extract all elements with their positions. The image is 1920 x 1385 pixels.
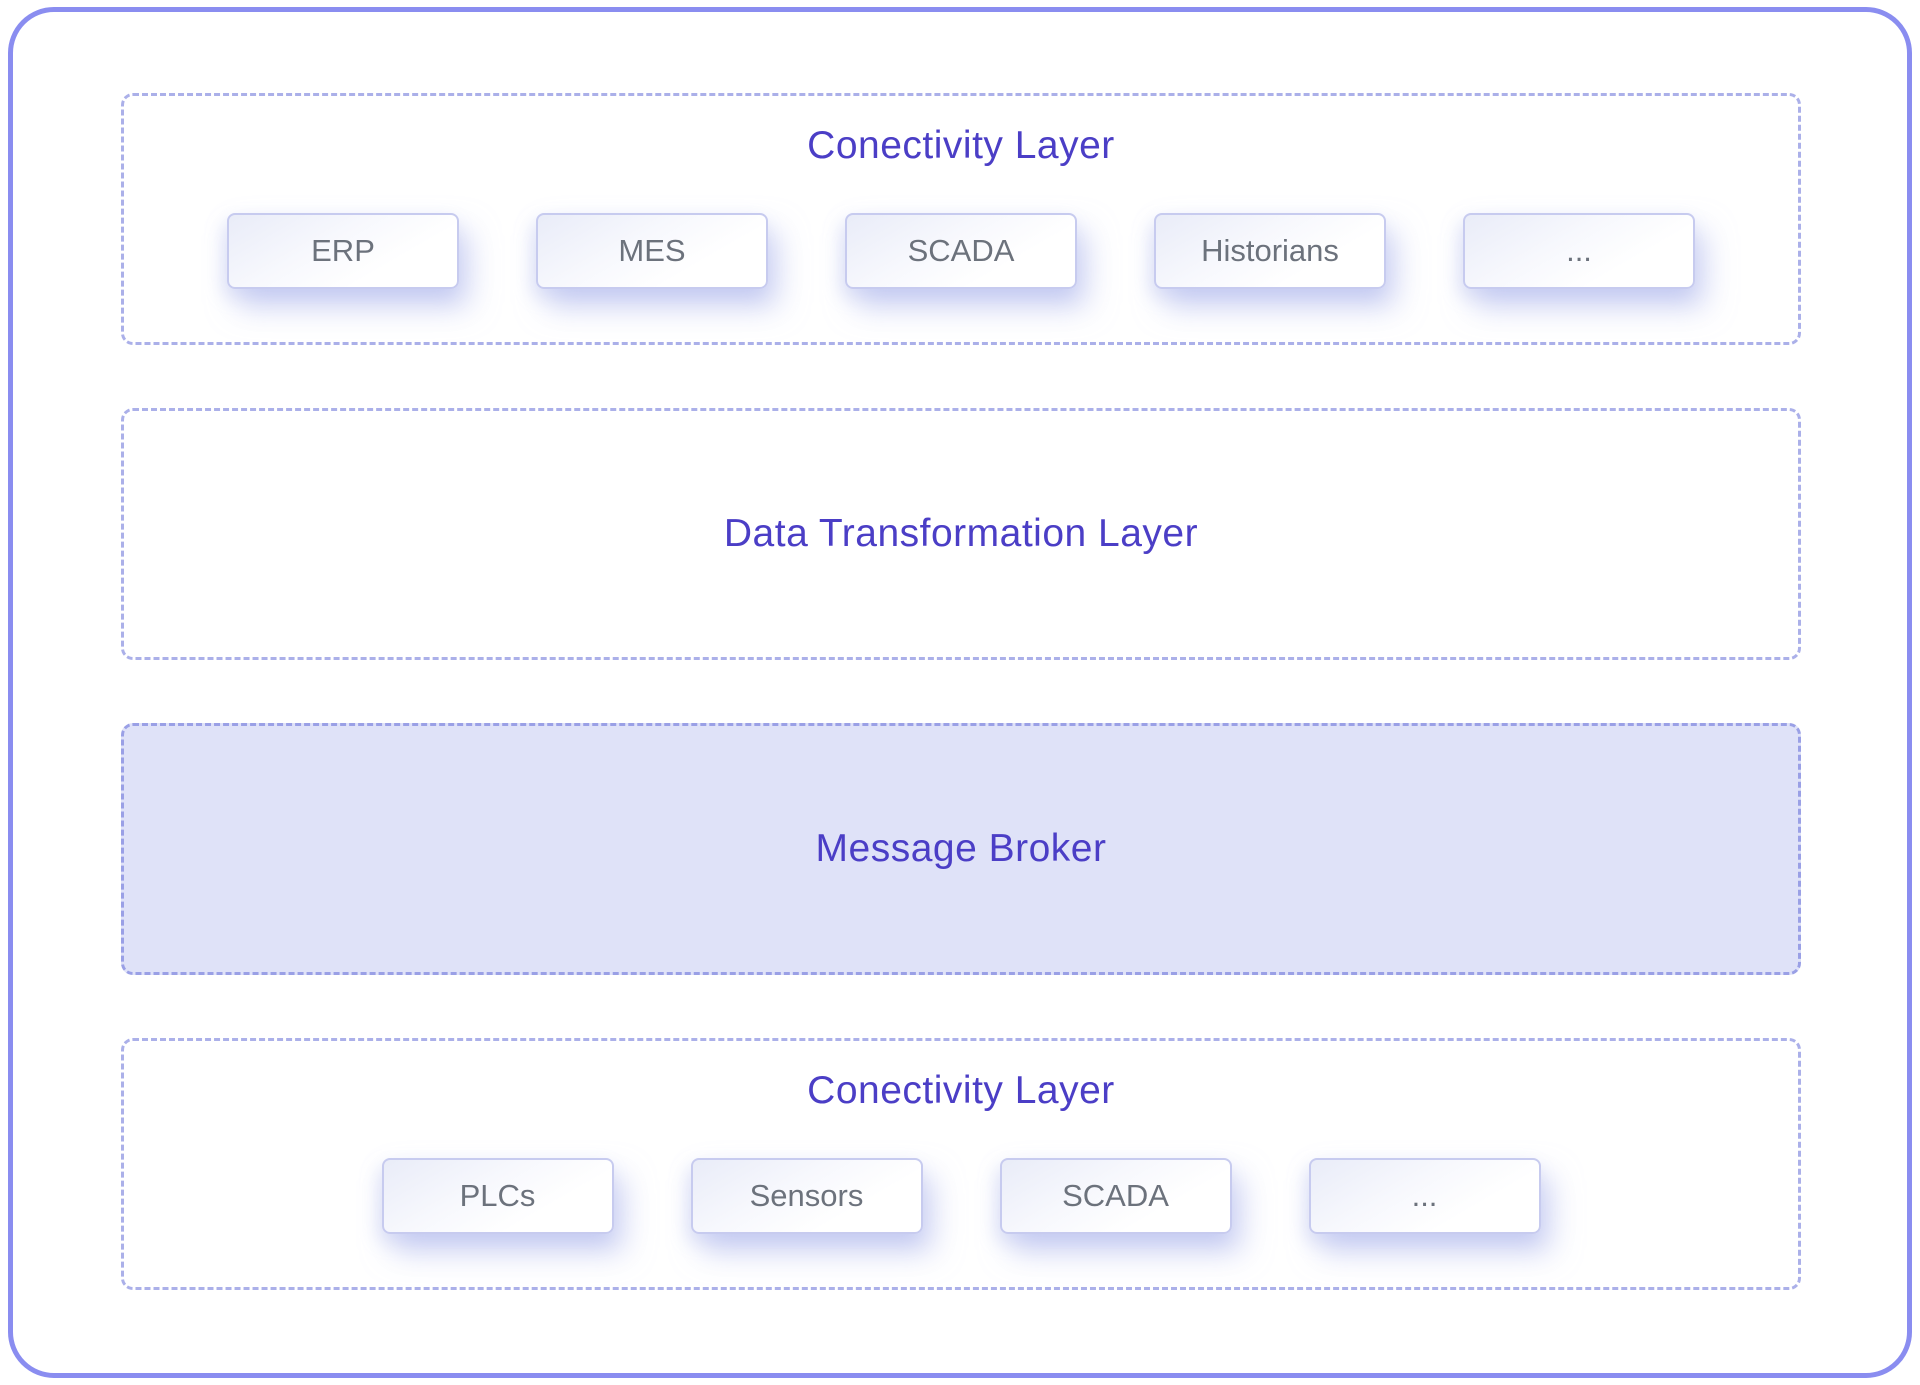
node-scada: SCADA	[999, 1158, 1232, 1234]
node-historians: Historians	[1154, 213, 1386, 289]
layer-title: Conectivity Layer	[807, 124, 1115, 167]
node-more: ...	[1463, 213, 1695, 289]
layer-connectivity-bottom: Conectivity Layer PLCs Sensors SCADA ...	[121, 1038, 1801, 1290]
node-mes: MES	[536, 213, 768, 289]
layer-message-broker: Message Broker	[121, 723, 1801, 975]
node-row: ERP MES SCADA Historians ...	[227, 213, 1695, 289]
diagram-frame: Conectivity Layer ERP MES SCADA Historia…	[8, 7, 1912, 1378]
layer-title: Message Broker	[815, 827, 1107, 870]
layer-title: Conectivity Layer	[807, 1069, 1115, 1112]
node-erp: ERP	[227, 213, 459, 289]
layer-title: Data Transformation Layer	[723, 512, 1199, 555]
layer-connectivity-top: Conectivity Layer ERP MES SCADA Historia…	[121, 93, 1801, 345]
node-scada: SCADA	[845, 213, 1077, 289]
layer-data-transformation: Data Transformation Layer	[121, 408, 1801, 660]
node-row: PLCs Sensors SCADA ...	[381, 1158, 1541, 1234]
node-plcs: PLCs	[381, 1158, 614, 1234]
node-sensors: Sensors	[690, 1158, 923, 1234]
node-more: ...	[1308, 1158, 1541, 1234]
